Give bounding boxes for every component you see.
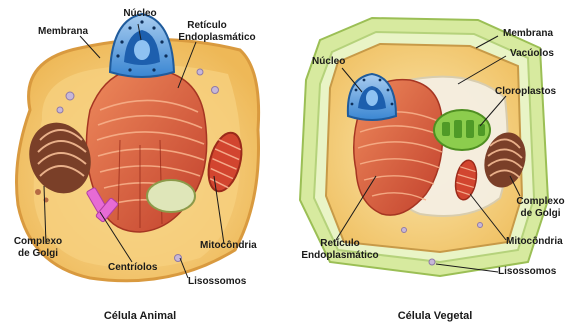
plant-label-er-line1: Retículo <box>300 238 380 250</box>
plant-label-mitochondria: Mitocôndria <box>506 236 563 248</box>
plant-label-membrane: Membrana <box>503 28 553 40</box>
animal-label-golgi-line1: Complexo <box>8 236 68 248</box>
plant-label-golgi-line1: Complexo <box>512 196 569 208</box>
animal-label-centrioles: Centríolos <box>108 262 157 274</box>
animal-caption: Célula Animal <box>90 310 190 322</box>
plant-label-nucleus: Núcleo <box>312 56 345 68</box>
plant-label-golgi-line2: de Golgi <box>512 208 569 220</box>
animal-label-er-line1: Retículo <box>172 20 242 32</box>
animal-label-lysosomes: Lisossomos <box>188 276 246 288</box>
plant-label-vacuoles: Vacúolos <box>510 48 554 60</box>
animal-label-membrane: Membrana <box>38 26 88 38</box>
plant-label-lysosomes: Lisossomos <box>498 266 556 278</box>
plant-chloroplast <box>434 110 490 150</box>
animal-vesicle <box>147 180 195 212</box>
plant-caption: Célula Vegetal <box>380 310 490 322</box>
animal-label-mitochondria: Mitocôndria <box>200 240 257 252</box>
animal-label-nucleus: Núcleo <box>120 8 160 20</box>
animal-label-er-line2: Endoplasmático <box>172 32 262 44</box>
animal-label-golgi-line2: de Golgi <box>8 248 68 260</box>
plant-label-chloroplasts: Cloroplastos <box>495 86 556 98</box>
plant-label-er-line2: Endoplasmático <box>290 250 390 262</box>
